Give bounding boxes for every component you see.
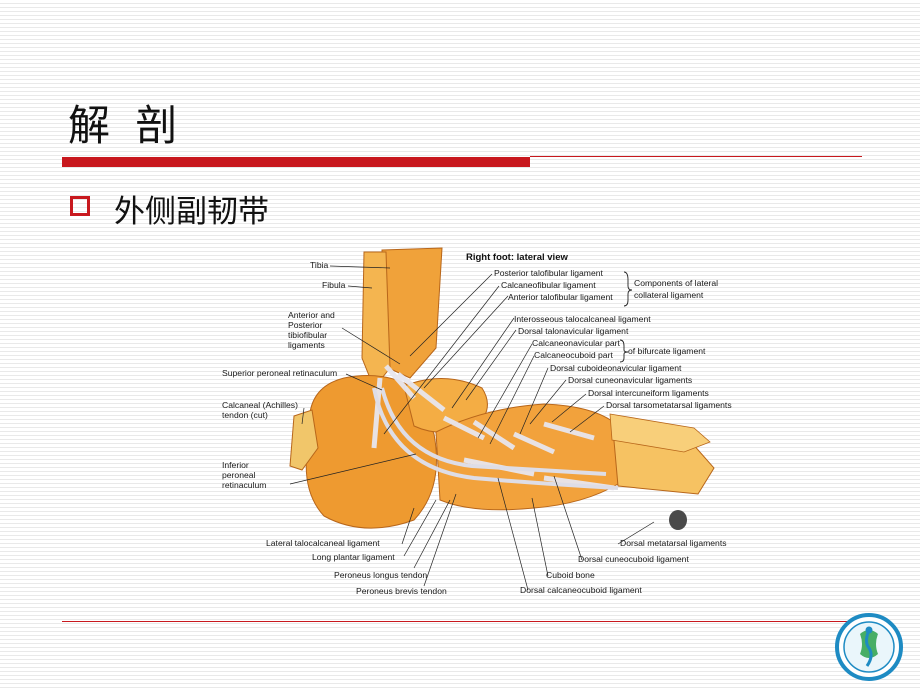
figure-heading: Right foot: lateral view <box>466 252 568 263</box>
title-bar-line <box>530 156 862 157</box>
label-bifurcate-ligament: of bifurcate ligament <box>628 346 706 356</box>
label-superior-peroneal-retinaculum: Superior peroneal retinaculum <box>222 368 337 378</box>
label-dorsal-intercuneiform: Dorsal intercuneiform ligaments <box>588 388 709 398</box>
bullet-square-icon <box>70 196 90 216</box>
label-ligaments: ligaments <box>288 340 325 350</box>
midfoot-bones <box>435 403 619 511</box>
calcaneus-bone <box>305 375 437 529</box>
label-inferior: Inferior <box>222 460 249 470</box>
bullet-text: 外侧副韧带 <box>114 194 269 230</box>
fifth-metatarsal-head <box>669 510 687 530</box>
metatarsal-2 <box>609 413 711 453</box>
label-calcaneonavicular-part: Calcaneonavicular part <box>532 338 621 348</box>
label-posterior: Posterior <box>288 320 323 330</box>
label-tendon-cut: tendon (cut) <box>222 410 268 420</box>
label-dorsal-metatarsal: Dorsal metatarsal ligaments <box>620 538 727 548</box>
label-retinaculum: retinaculum <box>222 480 266 490</box>
ankle-ligament-illustration: Right foot: lateral view Posterior talof… <box>222 247 732 596</box>
label-peroneus-longus: Peroneus longus tendon <box>334 570 427 580</box>
label-peroneal: peroneal <box>222 470 256 480</box>
label-components-lateral: Components of lateral <box>634 278 718 288</box>
label-tibia: Tibia <box>310 260 329 270</box>
label-dorsal-talonavicular: Dorsal talonavicular ligament <box>518 326 629 336</box>
label-fibula: Fibula <box>322 280 346 290</box>
label-collateral-ligament: collateral ligament <box>634 290 704 300</box>
label-cuboid-bone: Cuboid bone <box>546 570 595 580</box>
title-bar-red <box>62 157 530 167</box>
achilles-tendon <box>289 409 319 471</box>
anatomy-figure: Right foot: lateral view Posterior talof… <box>214 238 744 610</box>
bottom-rule <box>62 621 862 622</box>
label-dorsal-calcaneocuboid: Dorsal calcaneocuboid ligament <box>520 585 642 595</box>
hospital-logo-icon <box>834 612 904 682</box>
label-calcaneocuboid-part: Calcaneocuboid part <box>534 350 613 360</box>
brackets <box>619 271 633 363</box>
label-anterior-and: Anterior and <box>288 310 335 320</box>
label-long-plantar: Long plantar ligament <box>312 552 395 562</box>
ligament-strands <box>371 364 615 491</box>
label-calcaneofibular: Calcaneofibular ligament <box>501 280 596 290</box>
leader-lines <box>289 265 655 591</box>
label-posterior-talofibular: Posterior talofibular ligament <box>494 268 604 278</box>
label-anterior-talofibular: Anterior talofibular ligament <box>508 292 613 302</box>
label-dorsal-cuboideonavicular: Dorsal cuboideonavicular ligament <box>550 363 682 373</box>
label-dorsal-cuneocuboid: Dorsal cuneocuboid ligament <box>578 554 689 564</box>
slide-title: 解 剖 <box>68 101 184 150</box>
label-interosseous-talocalcaneal: Interosseous talocalcaneal ligament <box>514 314 651 324</box>
label-peroneus-brevis: Peroneus brevis tendon <box>356 586 447 596</box>
label-dorsal-tarsometatarsal: Dorsal tarsometatarsal ligaments <box>606 400 732 410</box>
label-tibiofibular: tibiofibular <box>288 330 327 340</box>
label-dorsal-cuneonavicular: Dorsal cuneonavicular ligaments <box>568 375 692 385</box>
label-calcaneal-achilles: Calcaneal (Achilles) <box>222 400 298 410</box>
label-lateral-talocalcaneal: Lateral talocalcaneal ligament <box>266 538 380 548</box>
peroneal-tendons <box>372 387 619 490</box>
